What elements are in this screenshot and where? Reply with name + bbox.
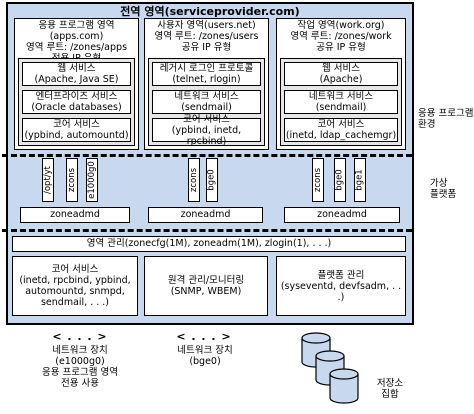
virtual-platform-separator: [2, 229, 412, 232]
zoneadmd-box: zoneadmd: [20, 207, 130, 223]
zone-ip-type: 공유 IP 유형: [316, 42, 366, 53]
service-box: 웹 서비스(Apache): [284, 62, 398, 86]
zone-management-box: 영역 관리(zonecfg(1M), zoneadm(1M), zlogin(1…: [12, 236, 406, 252]
zone-users-header: 사용자 영역(users.net) 영역 루트: /zones/users 공유…: [144, 20, 269, 53]
service-box: 네트워크 서비스(sendmail): [152, 90, 261, 114]
service-box: 엔터프라이즈 서비스(Oracle databases): [22, 90, 131, 114]
global-zone-title: 전역 영역(serviceprovider.com): [120, 5, 300, 18]
zoneadmd-box: zoneadmd: [284, 207, 400, 223]
platform-core-services: 코어 서비스 (inetd, rpcbind, ypbind, automoun…: [12, 256, 138, 316]
platform-remote-management: 원격 관리/모니터링 (SNMP, WBEM): [144, 256, 268, 316]
zone-root: 영역 루트: /zones/users: [154, 31, 259, 42]
service-box: 웹 서비스(Apache, Java SE): [22, 62, 131, 86]
device-bge0: bge0: [334, 158, 346, 202]
device-bge1: bge1: [354, 158, 366, 202]
service-box: 코어 서비스(ypbind, automountd): [22, 118, 131, 142]
device-zcons: zcons: [188, 158, 200, 202]
platform-management: 플랫폼 관리 (syseventd, devfsadm, . . .): [276, 256, 406, 316]
service-box: 코어 서비스(ypbind, inetd, rpcbind): [152, 114, 261, 147]
zone-name: 작업 영역(work.org): [297, 20, 385, 31]
device-zcons: zcons: [66, 158, 78, 202]
zoneadmd-box: zoneadmd: [148, 207, 263, 223]
zone-name: 응용 프로그램 영역(apps.com): [38, 20, 115, 42]
storage-pool-label: 저장소 집합: [376, 378, 404, 400]
zone-ip-type: 공유 IP 유형: [181, 42, 232, 53]
device-zcons: zcons: [312, 158, 324, 202]
device-opt-yt: /opt/yt: [42, 158, 54, 202]
app-env-separator: [2, 154, 412, 157]
service-box: 네트워크 서비스(sendmail): [284, 90, 398, 114]
zone-name: 사용자 영역(users.net): [157, 20, 256, 31]
device-e1000g0: e1000g0: [86, 158, 98, 202]
zone-work-header: 작업 영역(work.org) 영역 루트: /zones/work 공유 IP…: [276, 20, 406, 53]
service-box: 레거시 로그인 프로토콜(telnet, rlogin): [152, 62, 261, 86]
network-device-e1000g0-label: 네트워크 장치 (e1000g0) 응용 프로그램 영역 전용 사용: [42, 345, 118, 389]
device-bge0: bge0: [206, 158, 218, 202]
storage-pool-icon: [301, 332, 359, 404]
network-device-connector: < . . . >: [52, 330, 108, 343]
network-device-bge0-label: 네트워크 장치 (bge0): [177, 345, 233, 367]
zone-root: 영역 루트: /zones/work: [290, 31, 392, 42]
network-device-connector: < . . . >: [176, 330, 232, 343]
zone-root: 영역 루트: /zones/apps: [25, 42, 128, 53]
service-box: 코어 서비스(inetd, ldap_cachemgr): [284, 118, 398, 142]
